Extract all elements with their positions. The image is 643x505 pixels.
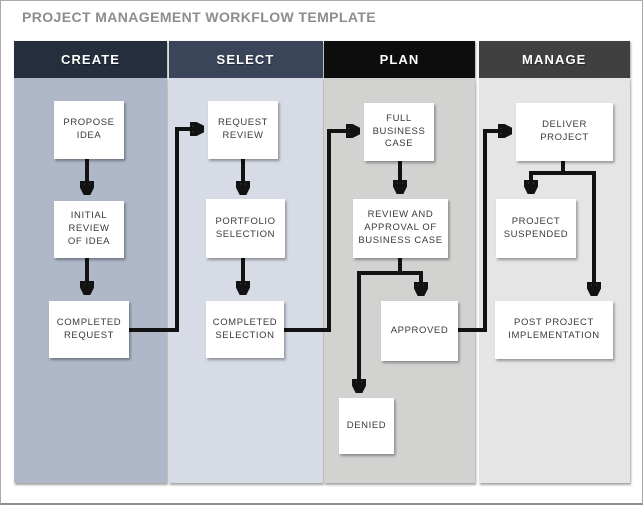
flow-box-propose-idea: PROPOSE IDEA (54, 101, 124, 159)
flow-box-review-and-approval-of-business-case: REVIEW AND APPROVAL OF BUSINESS CASE (353, 199, 448, 258)
flow-box-completed-request: COMPLETED REQUEST (49, 301, 129, 358)
flow-box-full-business-case: FULL BUSINESS CASE (364, 103, 434, 161)
flow-box-completed-selection: COMPLETED SELECTION (206, 301, 284, 358)
column-header-create: CREATE (14, 41, 167, 78)
flow-box-deliver-project: DELIVER PROJECT (516, 103, 613, 161)
page-title: PROJECT MANAGEMENT WORKFLOW TEMPLATE (22, 9, 377, 25)
flow-box-post-project-implementation: POST PROJECT IMPLEMENTATION (495, 301, 613, 359)
flow-box-approved: APPROVED (381, 301, 458, 361)
flow-box-initial-review-of-idea: INITIAL REVIEW OF IDEA (54, 201, 124, 258)
column-header-plan: PLAN (324, 41, 475, 78)
flow-box-request-review: REQUEST REVIEW (208, 101, 278, 159)
flow-box-portfolio-selection: PORTFOLIO SELECTION (206, 199, 285, 258)
flow-box-project-suspended: PROJECT SUSPENDED (496, 199, 576, 258)
column-header-select: SELECT (168, 41, 323, 78)
column-header-manage: MANAGE (478, 41, 630, 78)
flow-box-denied: DENIED (339, 398, 394, 454)
